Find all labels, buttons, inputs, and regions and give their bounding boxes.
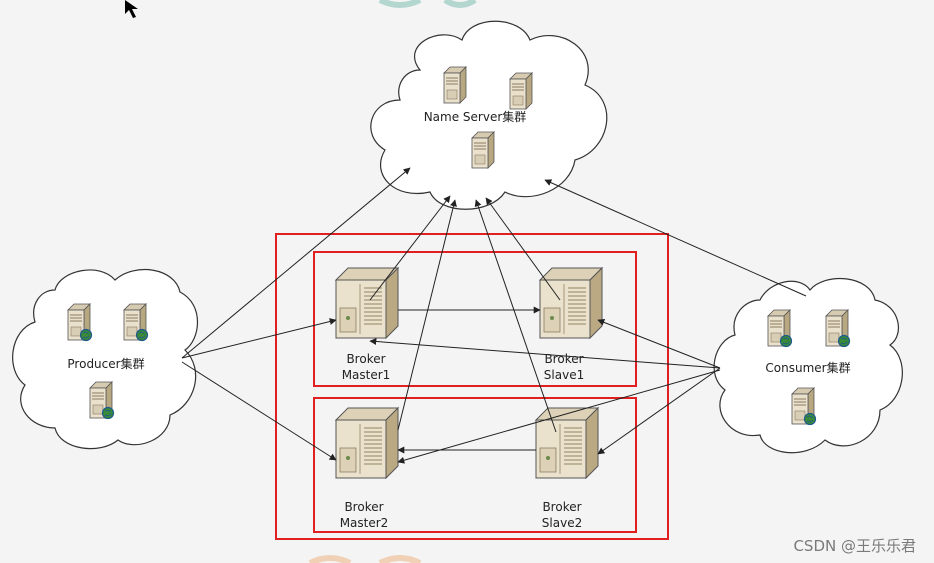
connection-arrows	[181, 167, 807, 464]
broker-slave1-icon	[539, 267, 603, 339]
broker-slave2-line1: Broker	[542, 500, 581, 514]
producer-cloud	[12, 268, 199, 450]
producer-client-icon-1	[68, 304, 92, 341]
broker-master2-line1: Broker	[344, 500, 383, 514]
broker-master2-icon	[335, 407, 399, 479]
broker-cluster-outer-box	[275, 233, 669, 540]
broker-master2-line2: Master2	[340, 516, 389, 530]
watermark-text: CSDN @王乐乐君	[793, 537, 916, 555]
producer-label: Producer集群	[67, 356, 144, 371]
broker-master1-icon	[335, 267, 399, 339]
broker-slave2-line2: Slave2	[542, 516, 582, 530]
name-server-icon-1	[443, 66, 467, 104]
broker-group-1-box	[313, 251, 637, 387]
name-server-cloud	[370, 20, 608, 210]
name-server-icon-3	[471, 131, 495, 169]
consumer-client-icon-1	[768, 310, 792, 347]
broker-master1-line1: Broker	[346, 352, 385, 366]
consumer-client-icon-3	[792, 388, 816, 425]
broker-group-2-box	[313, 397, 637, 533]
broker-master1-line2: Master1	[342, 368, 391, 382]
broker-slave1-line1: Broker	[544, 352, 583, 366]
broker-slave2-icon	[535, 407, 599, 479]
name-server-label: Name Server集群	[424, 109, 527, 124]
consumer-label: Consumer集群	[765, 360, 850, 375]
broker-slave1-line2: Slave1	[544, 368, 584, 382]
name-server-icon-2	[509, 72, 533, 110]
mouse-cursor-icon	[125, 0, 138, 18]
background-artifacts	[308, 0, 477, 563]
producer-client-icon-3	[90, 382, 114, 419]
producer-client-icon-2	[124, 304, 148, 341]
consumer-client-icon-2	[826, 310, 850, 347]
